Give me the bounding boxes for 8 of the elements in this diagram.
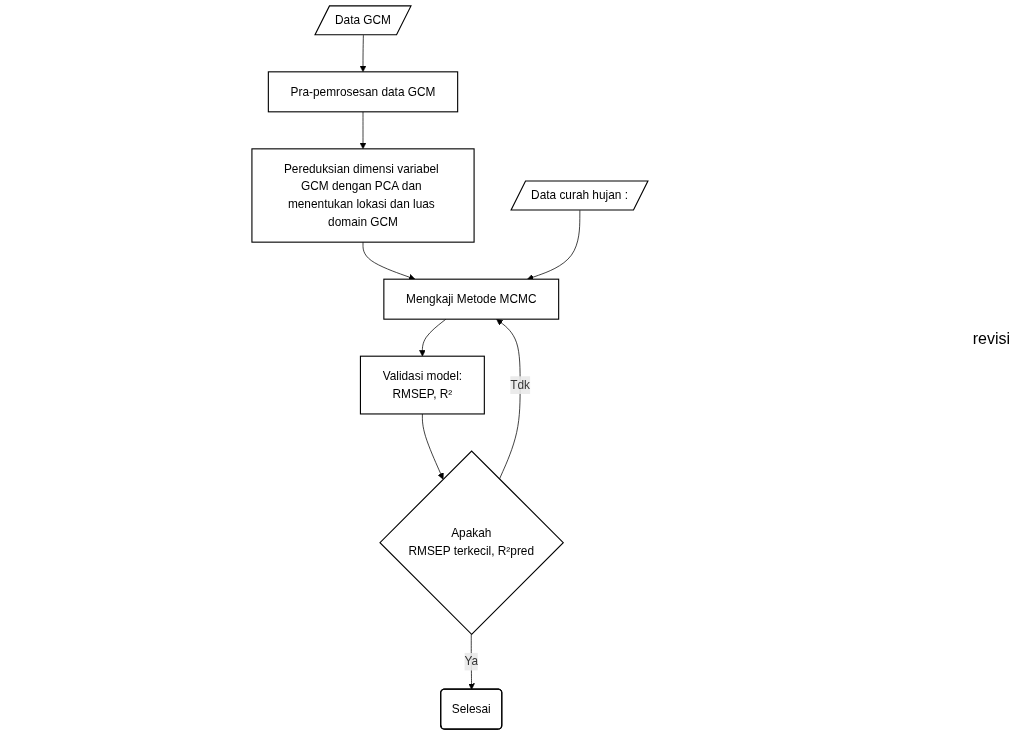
edge-label: Ya xyxy=(464,655,479,668)
note-text: revisi xyxy=(972,330,1010,348)
node-box: Pra-pemrosesan data GCM xyxy=(267,71,459,113)
edge-label: Tdk xyxy=(510,378,531,391)
node-box: Validasi model: RMSEP, R² xyxy=(359,355,485,415)
node-diamond: Apakah RMSEP terkecil, R²pred xyxy=(379,450,565,636)
node-box: Mengkaji Metode MCMC xyxy=(383,278,560,320)
node-box: Pereduksian dimensi variabel GCM dengan PCA dan menentukan lokasi dan luas domain GCM xyxy=(251,148,475,243)
